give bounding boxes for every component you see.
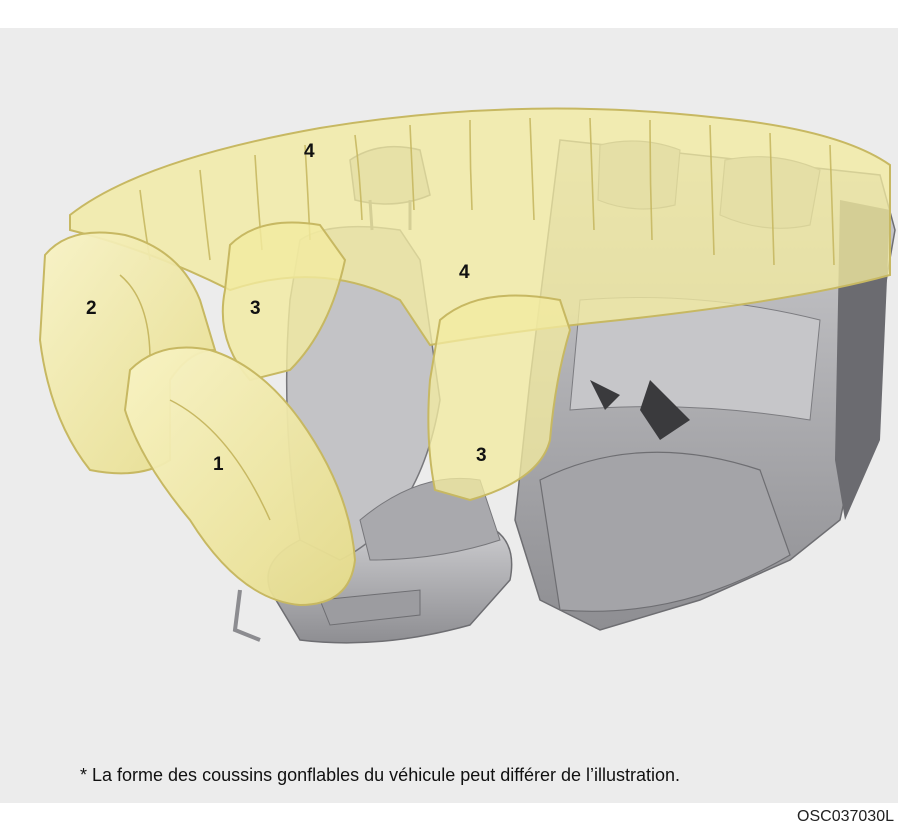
callout-2: 2 [86, 298, 97, 319]
illustration-caption: * La forme des coussins gonflables du vé… [80, 765, 680, 786]
figure-code: OSC037030L [797, 808, 894, 826]
callout-3-front: 3 [250, 298, 261, 319]
airbag-illustration: 1 2 3 3 4 4 [0, 28, 898, 728]
callout-4-front: 4 [304, 141, 315, 162]
callout-4-middle: 4 [459, 262, 470, 283]
callout-1: 1 [213, 454, 224, 475]
callout-3-rear: 3 [476, 445, 487, 466]
